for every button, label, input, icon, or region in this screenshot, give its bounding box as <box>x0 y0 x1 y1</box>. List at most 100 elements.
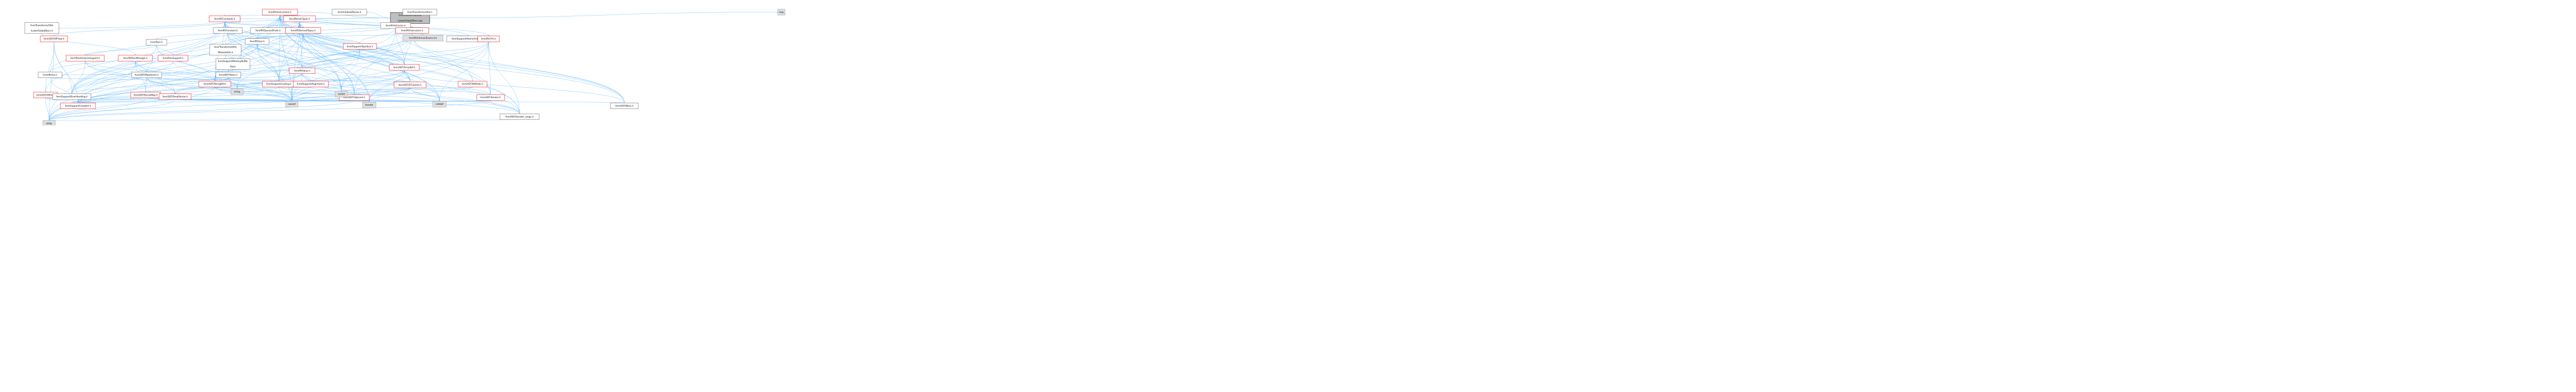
edge-apfloat-to-errorhandling <box>54 41 72 94</box>
node-box-typesize <box>343 43 377 50</box>
edge-iruser-to-arrayref <box>257 44 405 65</box>
node-mapvector[interactable]: llvm/ADT/MapVector.h <box>131 72 162 78</box>
node-smallvector[interactable]: llvm/ADT/SmallVector.h <box>159 93 192 100</box>
node-adtiterator[interactable]: llvm/ADT/iterator.h <box>476 94 505 101</box>
edge-alignment-to-string <box>237 87 311 89</box>
node-label-densemap-0: llvm/ADT/DenseMap.h <box>134 93 158 96</box>
edge-irvalue-to-iteratorrange <box>302 73 520 114</box>
edge-mapvector-to-densemap <box>145 77 147 92</box>
node-operandtraits[interactable]: llvm/IR/OperandTraits.h <box>250 27 286 34</box>
node-instructions[interactable]: llvm/IR/Instructions.h <box>262 9 298 15</box>
edge-moduleutils-to-memorybufferref <box>225 55 233 59</box>
node-box-cfg <box>477 36 500 42</box>
edge-root-to-map <box>429 11 778 19</box>
edge-derivedtypes-to-casting <box>278 33 304 82</box>
node-pass[interactable]: llvm/Pass.h <box>146 39 167 45</box>
node-iruser[interactable]: llvm/IR/User.h <box>245 38 270 45</box>
node-instruction[interactable]: llvm/IR/Instruction.h <box>395 27 429 34</box>
edge-typesize-to-cstdint <box>341 49 360 91</box>
node-box-instruction <box>395 27 429 34</box>
node-box-lowerglobaldtorsh <box>24 22 59 34</box>
edge-densemap-to-utility <box>49 98 146 121</box>
node-lowerglobaldtorsh[interactable]: llvm/Transforms/Utils/LowerGlobalDtors.h <box>24 22 59 34</box>
node-box-inttraits <box>283 15 316 22</box>
node-alignment[interactable]: llvm/Support/Alignment.h <box>293 81 329 87</box>
node-stlextras[interactable]: llvm/ADT/STLExtras.h <box>394 82 427 88</box>
node-iruse[interactable]: llvm/IR/Use.h <box>38 72 62 78</box>
edge-smallvector-to-iterator <box>175 99 370 102</box>
node-derivedtypes[interactable]: llvm/IR/DerivedTypes.h <box>285 27 321 34</box>
node-root[interactable]: llvm/Transforms/Utils/LowerGlobalDtors.c… <box>390 12 430 24</box>
edge-instruction-to-stringref <box>214 33 413 82</box>
node-apfloat[interactable]: llvm/ADT/APFloat.h <box>40 36 68 42</box>
node-irvalue[interactable]: llvm/IR/Value.h <box>289 67 316 74</box>
node-stringref[interactable]: llvm/ADT/StringRef.h <box>198 81 231 87</box>
edge-iruser-to-errorhandling <box>71 44 258 94</box>
node-constants[interactable]: llvm/IR/Constants.h <box>209 15 241 22</box>
edge-passsupport-to-errorhandling <box>71 61 174 94</box>
node-box-alignment <box>293 81 329 87</box>
edge-adtiterator-to-iterator <box>369 100 491 102</box>
node-typesize[interactable]: llvm/Support/TypeSize.h <box>343 43 377 50</box>
node-transutils[interactable]: llvm/Transforms/Utils.h <box>402 9 437 15</box>
edge-stlextras-to-compiler <box>77 87 411 103</box>
node-label-smallvector-0: llvm/ADT/SmallVector.h <box>163 96 188 98</box>
node-label-typesize-0: llvm/Support/TypeSize.h <box>347 45 373 48</box>
edge-stringref-to-cstddef <box>214 87 440 102</box>
node-passmanager[interactable]: llvm/IR/PassManager.h <box>118 55 153 61</box>
node-label-passsupport-0: llvm/PassSupport.h <box>163 57 183 59</box>
edge-passanalysissupport-to-smallvector <box>85 61 176 94</box>
node-label-inttraits-0: llvm/IR/InstrTypes.h <box>289 18 310 20</box>
node-initpasses[interactable]: llvm/InitializePasses.h <box>332 9 367 15</box>
edge-cfg-to-casting <box>278 41 489 82</box>
node-box-compiler <box>60 102 96 109</box>
edge-twine-to-errorhandling <box>71 77 229 94</box>
node-label-intrinsics-0: llvm/IR/Intrinsics.h <box>386 24 406 27</box>
node-passanalysissupport[interactable]: llvm/PassAnalysisSupport.h <box>66 55 105 61</box>
edge-apint-to-utility <box>45 98 50 121</box>
node-iteratorrange[interactable]: llvm/ADT/iterator_range.h <box>499 114 540 120</box>
node-passsupport[interactable]: llvm/PassSupport.h <box>158 55 189 61</box>
node-box-iterator <box>362 102 376 108</box>
node-box-twine <box>215 72 241 78</box>
node-bitfields[interactable]: llvm/ADT/Bitfields.h <box>458 81 488 87</box>
node-errorhandling[interactable]: llvm/Support/ErrorHandling.h <box>52 93 91 100</box>
edge-arrayref-to-iterator <box>369 70 405 102</box>
node-none[interactable]: llvm/ADT/None.h <box>610 102 639 109</box>
node-arrayref[interactable]: llvm/ADT/ArrayRef.h <box>389 64 420 71</box>
node-inttraits[interactable]: llvm/IR/InstrTypes.h <box>283 15 316 22</box>
edge-instructions-to-none <box>279 15 625 103</box>
node-compiler[interactable]: llvm/Support/Compiler.h <box>60 102 96 109</box>
node-optional[interactable]: llvm/ADT/Optional.h <box>339 94 370 101</box>
node-box-apfloat <box>40 36 68 42</box>
edge-densemap-to-compiler <box>77 98 146 103</box>
node-casting[interactable]: llvm/Support/Casting.h <box>262 81 296 87</box>
node-cfg[interactable]: llvm/IR/CFG.h <box>477 36 500 42</box>
node-label-string-0: string <box>234 90 240 93</box>
node-box-passanalysissupport <box>66 55 105 61</box>
edge-passmanager-to-utility <box>49 61 136 121</box>
edge-instruction-to-bitfields <box>412 33 473 82</box>
node-label-apfloat-0: llvm/ADT/APFloat.h <box>43 38 64 40</box>
edge-pass-to-string <box>156 45 238 89</box>
edge-stlextras-to-cstddef <box>410 88 440 102</box>
edge-intrinsics-to-none <box>395 28 625 103</box>
dependency-graph: llvm/Transforms/Utils/LowerGlobalDtors.c… <box>24 9 786 126</box>
node-label-cfg-0: llvm/IR/CFG.h <box>481 38 496 40</box>
node-densemap[interactable]: llvm/ADT/DenseMap.h <box>130 91 161 98</box>
edge-inttraits-to-cstddef <box>299 22 440 102</box>
node-label-irvalue-0: llvm/IR/Value.h <box>294 69 310 72</box>
edge-instruction-to-atomicordering <box>412 33 469 36</box>
node-twine[interactable]: llvm/ADT/Twine.h <box>215 72 241 78</box>
node-irconstant[interactable]: llvm/IR/Constant.h <box>213 27 243 34</box>
edge-derivedtypes-to-cstdint <box>303 33 342 91</box>
node-box-none <box>610 102 639 109</box>
edge-iruser-to-compiler <box>77 44 258 103</box>
node-label-iruser-0: llvm/IR/User.h <box>250 40 265 43</box>
node-box-constants <box>209 15 241 22</box>
edge-constants-to-none <box>224 22 625 103</box>
node-box-initpasses <box>332 9 367 15</box>
node-moduleutils[interactable]: llvm/Transforms/Utils/ModuleUtils.h <box>209 44 242 56</box>
edge-mapvector-to-cassert <box>146 77 292 102</box>
